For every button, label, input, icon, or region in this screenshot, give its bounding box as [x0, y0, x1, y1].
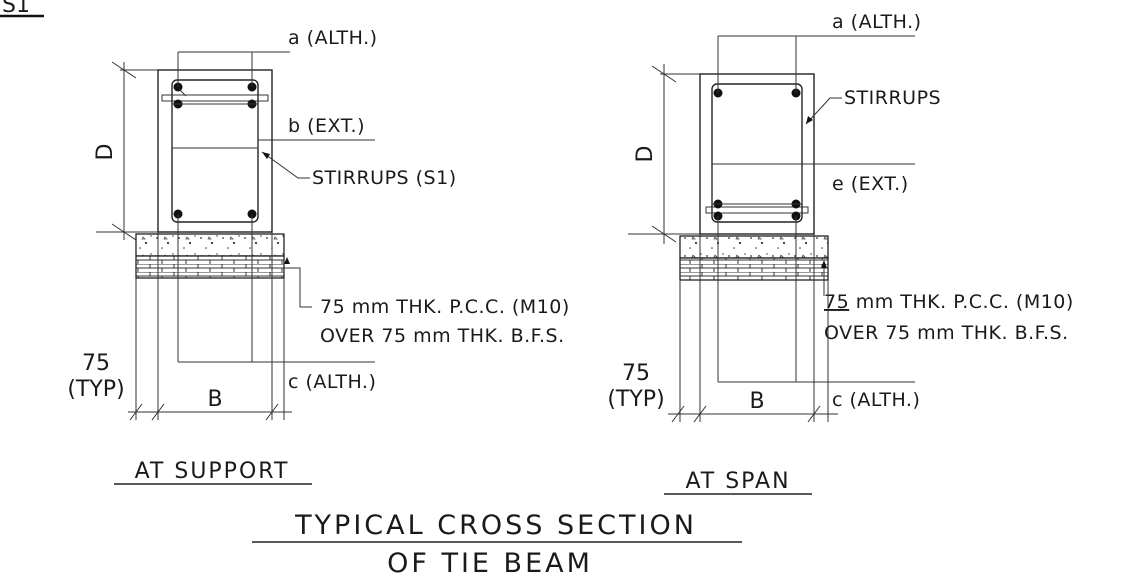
- span-extra-bar-label: e (EXT.): [832, 173, 909, 195]
- drawing-title: TYPICAL CROSS SECTION OF TIE BEAM: [252, 510, 742, 579]
- span-typ-value: 75: [622, 361, 650, 386]
- span-bars: [713, 88, 801, 221]
- span-pcc-number: 75: [824, 291, 849, 313]
- span-stirrups-label: STIRRUPS: [844, 87, 941, 109]
- title-line-1: TYPICAL CROSS SECTION: [294, 510, 697, 541]
- span-extra-bar-box: [711, 163, 803, 205]
- support-typ-note: (TYP): [67, 377, 124, 402]
- title-line-2: OF TIE BEAM: [387, 548, 593, 579]
- span-pcc-bed: [679, 235, 829, 259]
- span-pcc-label-1: 75 mm THK. P.C.C. (M10): [824, 291, 1074, 313]
- support-pcc-label-2: OVER 75 mm THK. B.F.S.: [320, 325, 565, 347]
- span-beam-outline: [699, 73, 815, 235]
- support-extra-bar-box: [171, 103, 259, 149]
- support-typ-value: 75: [82, 351, 110, 376]
- span-width-label: B: [749, 389, 764, 414]
- span-caption: AT SPAN: [685, 469, 790, 494]
- corner-mark: S1: [0, 0, 44, 18]
- span-bottom-bar-label: c (ALTH.): [832, 389, 920, 411]
- support-top-bar-label: a (ALTH.): [288, 27, 378, 49]
- corner-mark-text: S1: [2, 0, 30, 18]
- span-section: a (ALTH.) STIRRUPS e (EXT.) D 75 mm THK.…: [607, 11, 1074, 495]
- support-bottom-bar-label: c (ALTH.): [288, 371, 376, 393]
- span-bfs-layer: [679, 257, 829, 281]
- support-stirrups-label: STIRRUPS (S1): [312, 167, 457, 189]
- support-extra-bar-label: b (EXT.): [288, 115, 365, 137]
- support-caption: AT SUPPORT: [135, 459, 290, 484]
- span-pcc-rest: mm THK. P.C.C. (M10): [849, 291, 1074, 313]
- span-typ-note: (TYP): [607, 387, 664, 412]
- support-stirrup: [171, 79, 259, 223]
- span-pcc-label-2: OVER 75 mm THK. B.F.S.: [824, 322, 1069, 344]
- support-pcc-label-1: 75 mm THK. P.C.C. (M10): [320, 296, 570, 318]
- support-bars: [173, 82, 257, 219]
- support-beam-outline: [157, 69, 273, 233]
- support-depth-label: D: [93, 144, 118, 161]
- span-depth-label: D: [633, 146, 658, 163]
- support-width-label: B: [207, 387, 222, 412]
- support-section: a (ALTH.) b (EXT.) STIRRUPS (S1) D 75 mm…: [67, 27, 570, 485]
- span-top-bar-label: a (ALTH.): [832, 11, 922, 33]
- support-bfs-layer: [135, 255, 285, 279]
- span-stirrup: [711, 83, 803, 223]
